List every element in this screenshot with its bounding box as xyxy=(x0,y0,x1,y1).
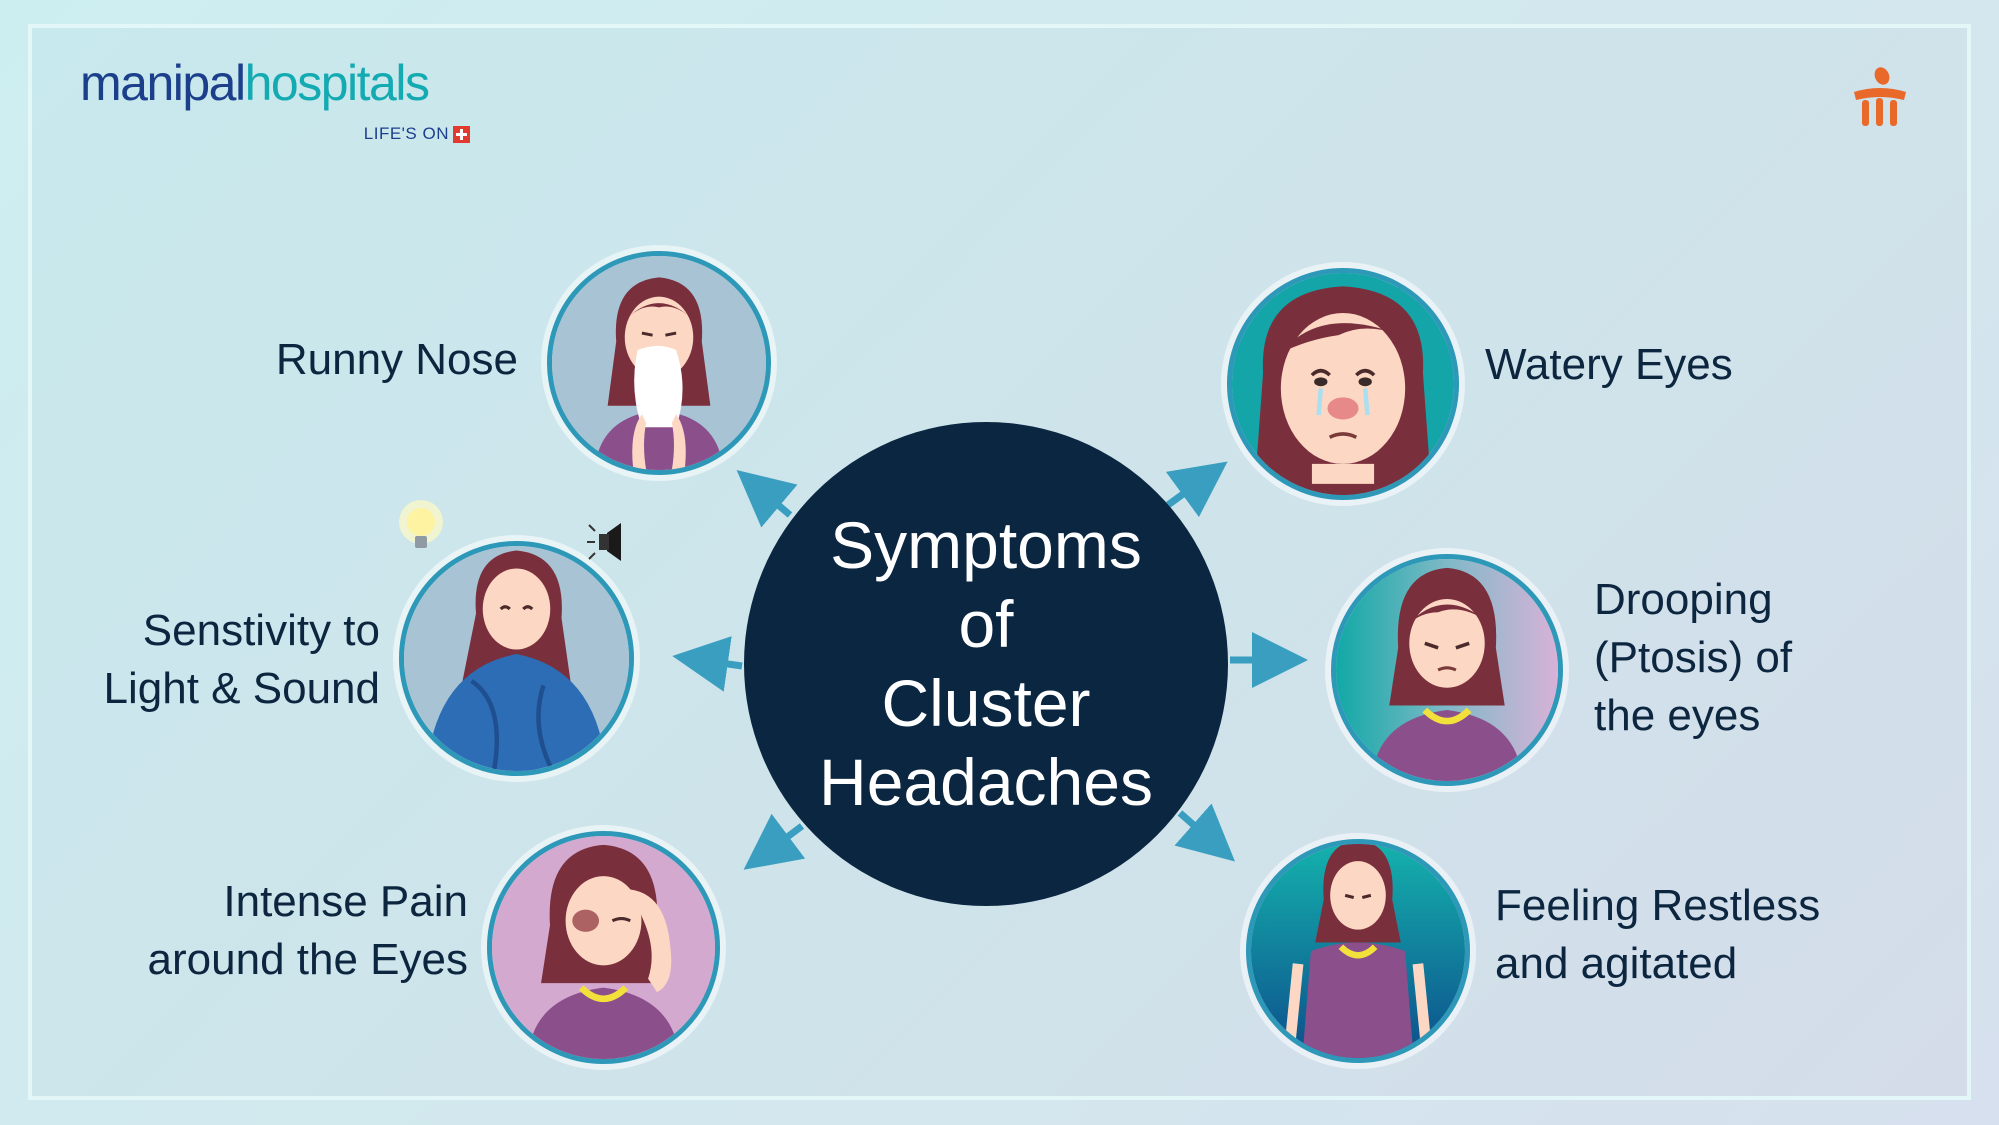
label-restless: Feeling Restless and agitated xyxy=(1495,881,1821,988)
arrow-watery-eyes xyxy=(1165,461,1228,518)
red-cross-icon xyxy=(453,125,470,143)
drooping-eyes-illustration xyxy=(1331,554,1563,786)
hub-title-line-2: of xyxy=(958,587,1014,661)
manipal-emblem-icon xyxy=(1854,67,1906,126)
arrow-sensitivity xyxy=(672,636,743,692)
light-sound-sensitivity-illustration xyxy=(399,541,634,776)
speaker-icon xyxy=(587,523,621,561)
logo-wordmark: manipalhospitals xyxy=(80,55,430,111)
hub-title-line-1: Symptoms xyxy=(830,508,1142,582)
arrow-restless xyxy=(1174,803,1235,862)
eye-pain-illustration xyxy=(487,831,720,1064)
manipal-hospitals-logo: manipalhospitals LIFE'S ON xyxy=(80,55,470,143)
central-title-circle: Symptoms of Cluster Headaches xyxy=(744,422,1228,906)
label-intense-pain: Intense Pain around the Eyes xyxy=(147,877,468,984)
lightbulb-icon xyxy=(399,500,443,548)
logo-tagline: LIFE'S ON xyxy=(364,124,470,144)
arrow-runny-nose xyxy=(736,469,798,528)
label-watery-eyes: Watery Eyes xyxy=(1485,340,1733,389)
restless-illustration xyxy=(1246,839,1470,1063)
hub-title-line-3: Cluster xyxy=(881,666,1091,740)
label-drooping: Drooping (Ptosis) of the eyes xyxy=(1594,575,1793,740)
arrow-intense-pain xyxy=(743,813,806,870)
label-runny-nose: Runny Nose xyxy=(275,335,518,384)
watery-eyes-illustration xyxy=(1227,268,1459,500)
label-sensitivity: Senstivity to Light & Sound xyxy=(103,606,380,713)
runny-nose-illustration xyxy=(547,251,771,475)
hub-title-line-4: Headaches xyxy=(819,745,1153,819)
